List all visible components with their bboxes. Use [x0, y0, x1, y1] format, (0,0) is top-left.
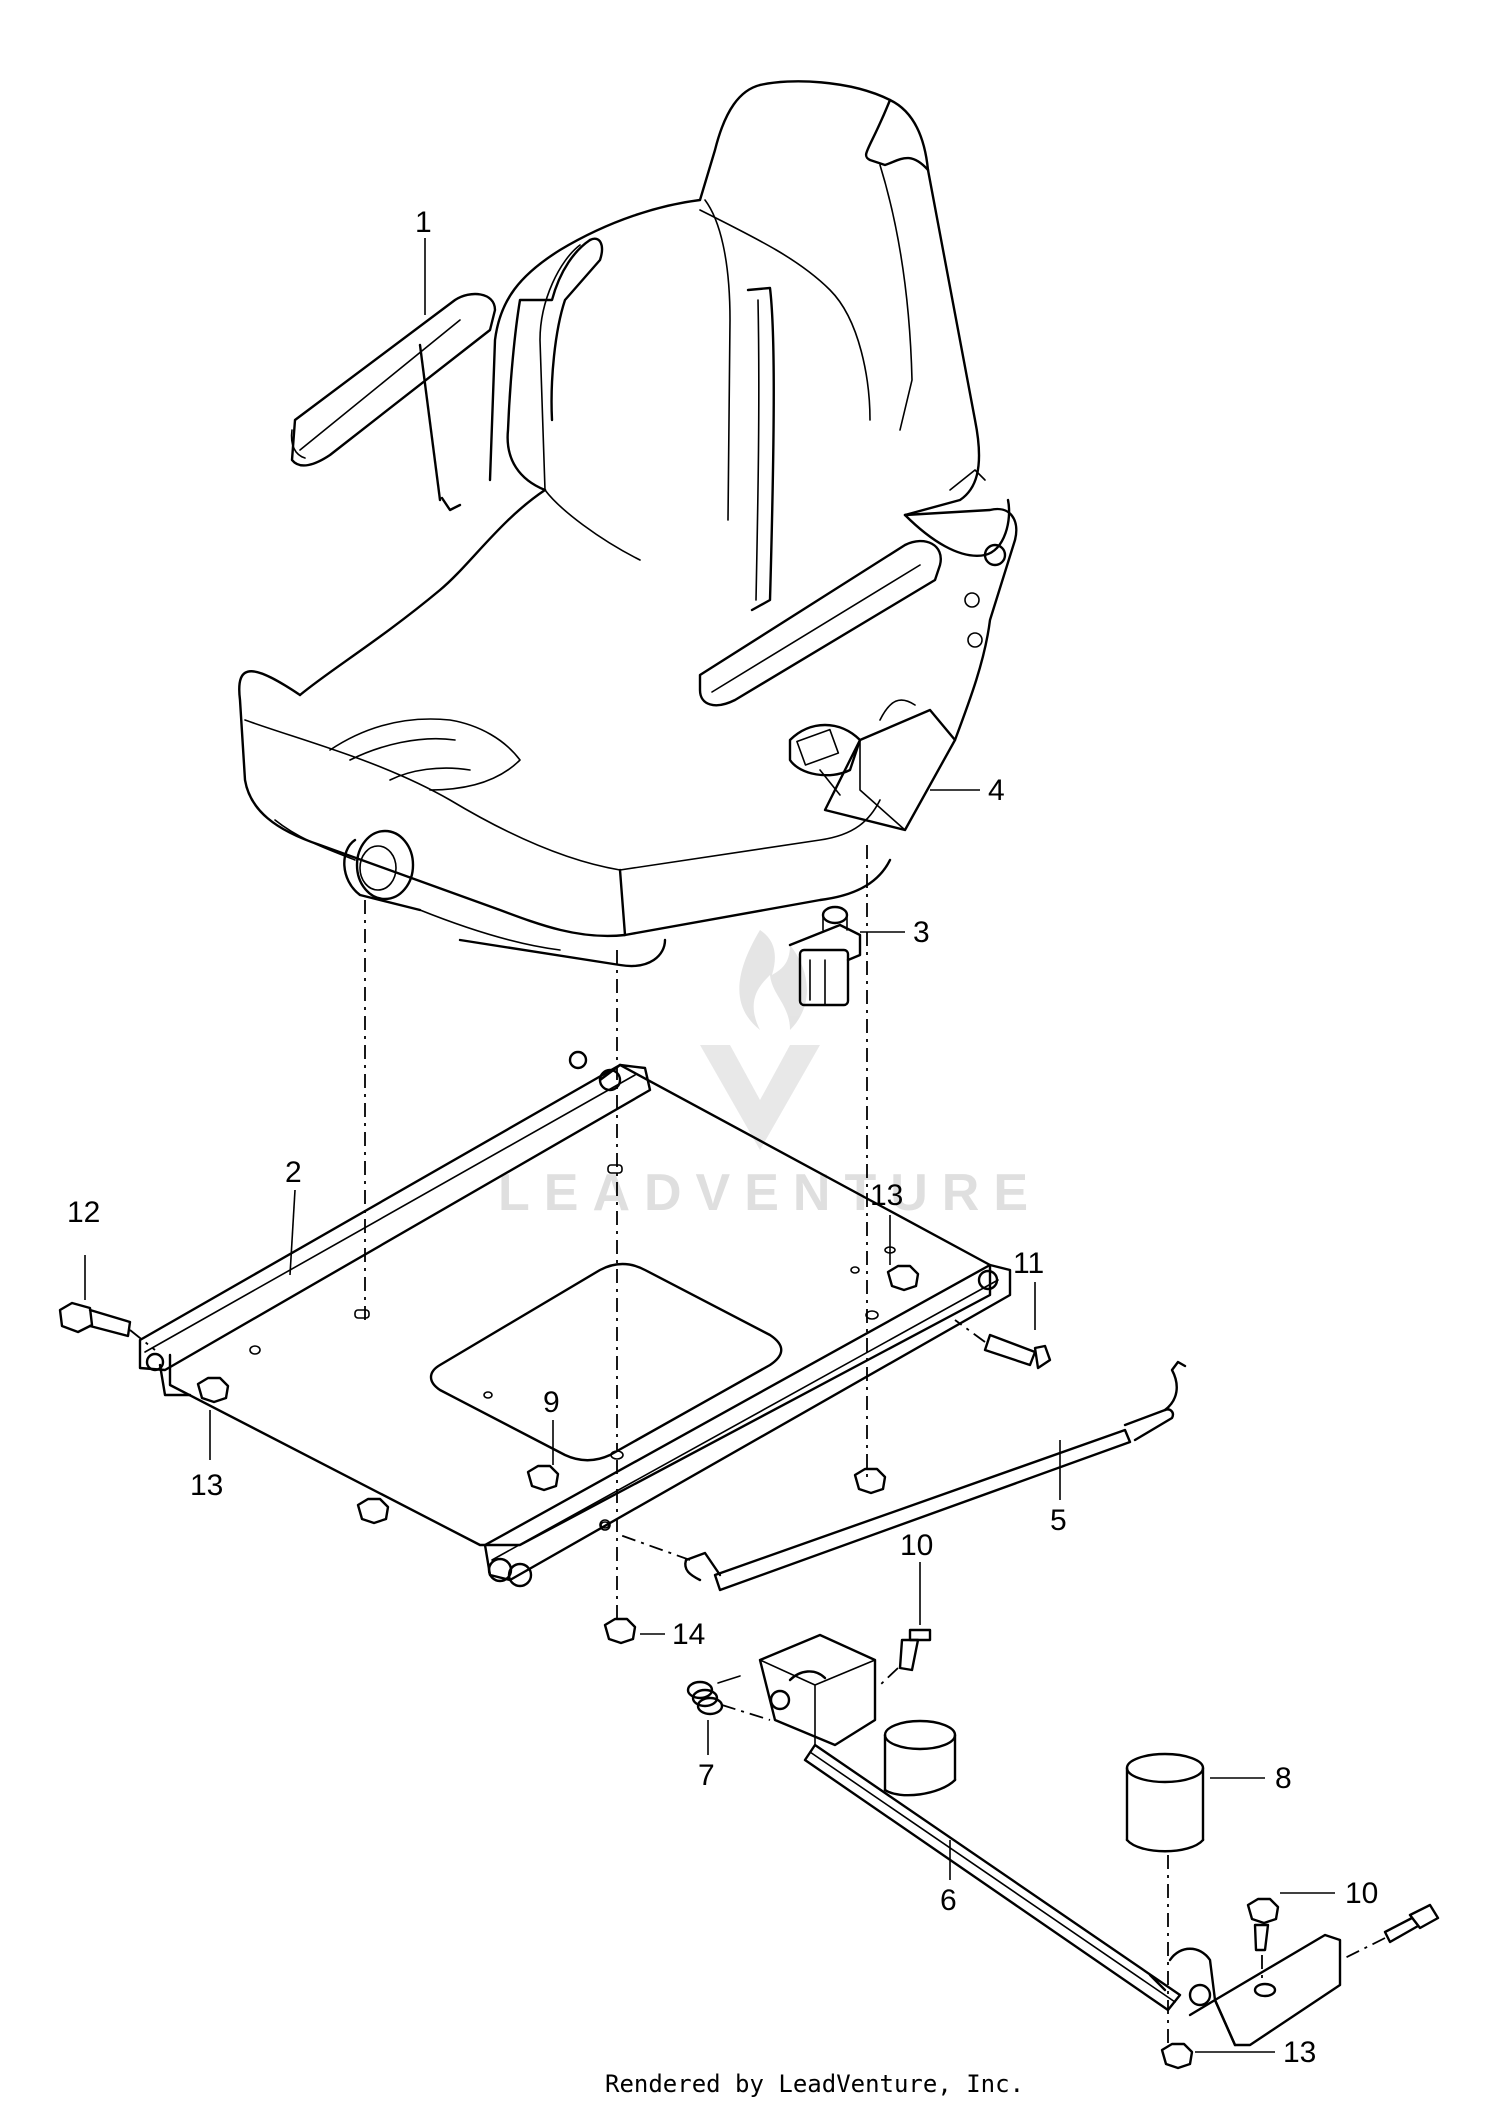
- callout-3: 3: [913, 916, 930, 949]
- callout-13-left: 13: [190, 1469, 223, 1502]
- callout-9: 9: [543, 1386, 560, 1419]
- bolt-10-top: [879, 1628, 932, 1686]
- alignment-lines: [364, 845, 1263, 2045]
- callouts: 1 2 3 4 5 6 7 8 9 10 10 11 12 13 13 13 1…: [67, 206, 1378, 2069]
- callout-1: 1: [415, 206, 432, 239]
- callout-10-top: 10: [900, 1529, 933, 1562]
- callout-8: 8: [1275, 1762, 1292, 1795]
- bolt-10-right: [1246, 1897, 1280, 1952]
- callout-4: 4: [988, 774, 1005, 807]
- spring-7: [686, 1675, 771, 1721]
- callout-10-right: 10: [1345, 1877, 1378, 1910]
- seat-switch: [788, 905, 862, 1007]
- lower-assembly: [603, 1617, 1440, 2070]
- callout-12: 12: [67, 1196, 100, 1229]
- callout-14: 14: [672, 1618, 705, 1651]
- callout-7: 7: [698, 1759, 715, 1792]
- footer-credit: Rendered by LeadVenture, Inc.: [605, 2070, 1024, 2098]
- callout-13-upper: 13: [870, 1179, 903, 1212]
- callout-11: 11: [1013, 1247, 1044, 1280]
- seat-assembly: [238, 80, 1018, 968]
- cap-8: [1125, 1752, 1205, 1853]
- bolt-right-end: [1344, 1903, 1440, 1959]
- leadventure-watermark: LEADVENTURE: [498, 930, 1042, 1222]
- callout-2: 2: [285, 1156, 302, 1189]
- bolt-11: [954, 1319, 1052, 1370]
- rod-5: [619, 1360, 1187, 1592]
- seat-pan: [138, 1050, 1012, 1588]
- callout-13-bottom: 13: [1283, 2036, 1316, 2069]
- callout-5: 5: [1050, 1504, 1067, 1537]
- seat-belt-latch: [788, 699, 957, 832]
- leader-lines: [84, 238, 1335, 2053]
- callout-6: 6: [940, 1884, 957, 1917]
- watermark-text: LEADVENTURE: [498, 1164, 1042, 1222]
- bolt-12: [58, 1301, 156, 1351]
